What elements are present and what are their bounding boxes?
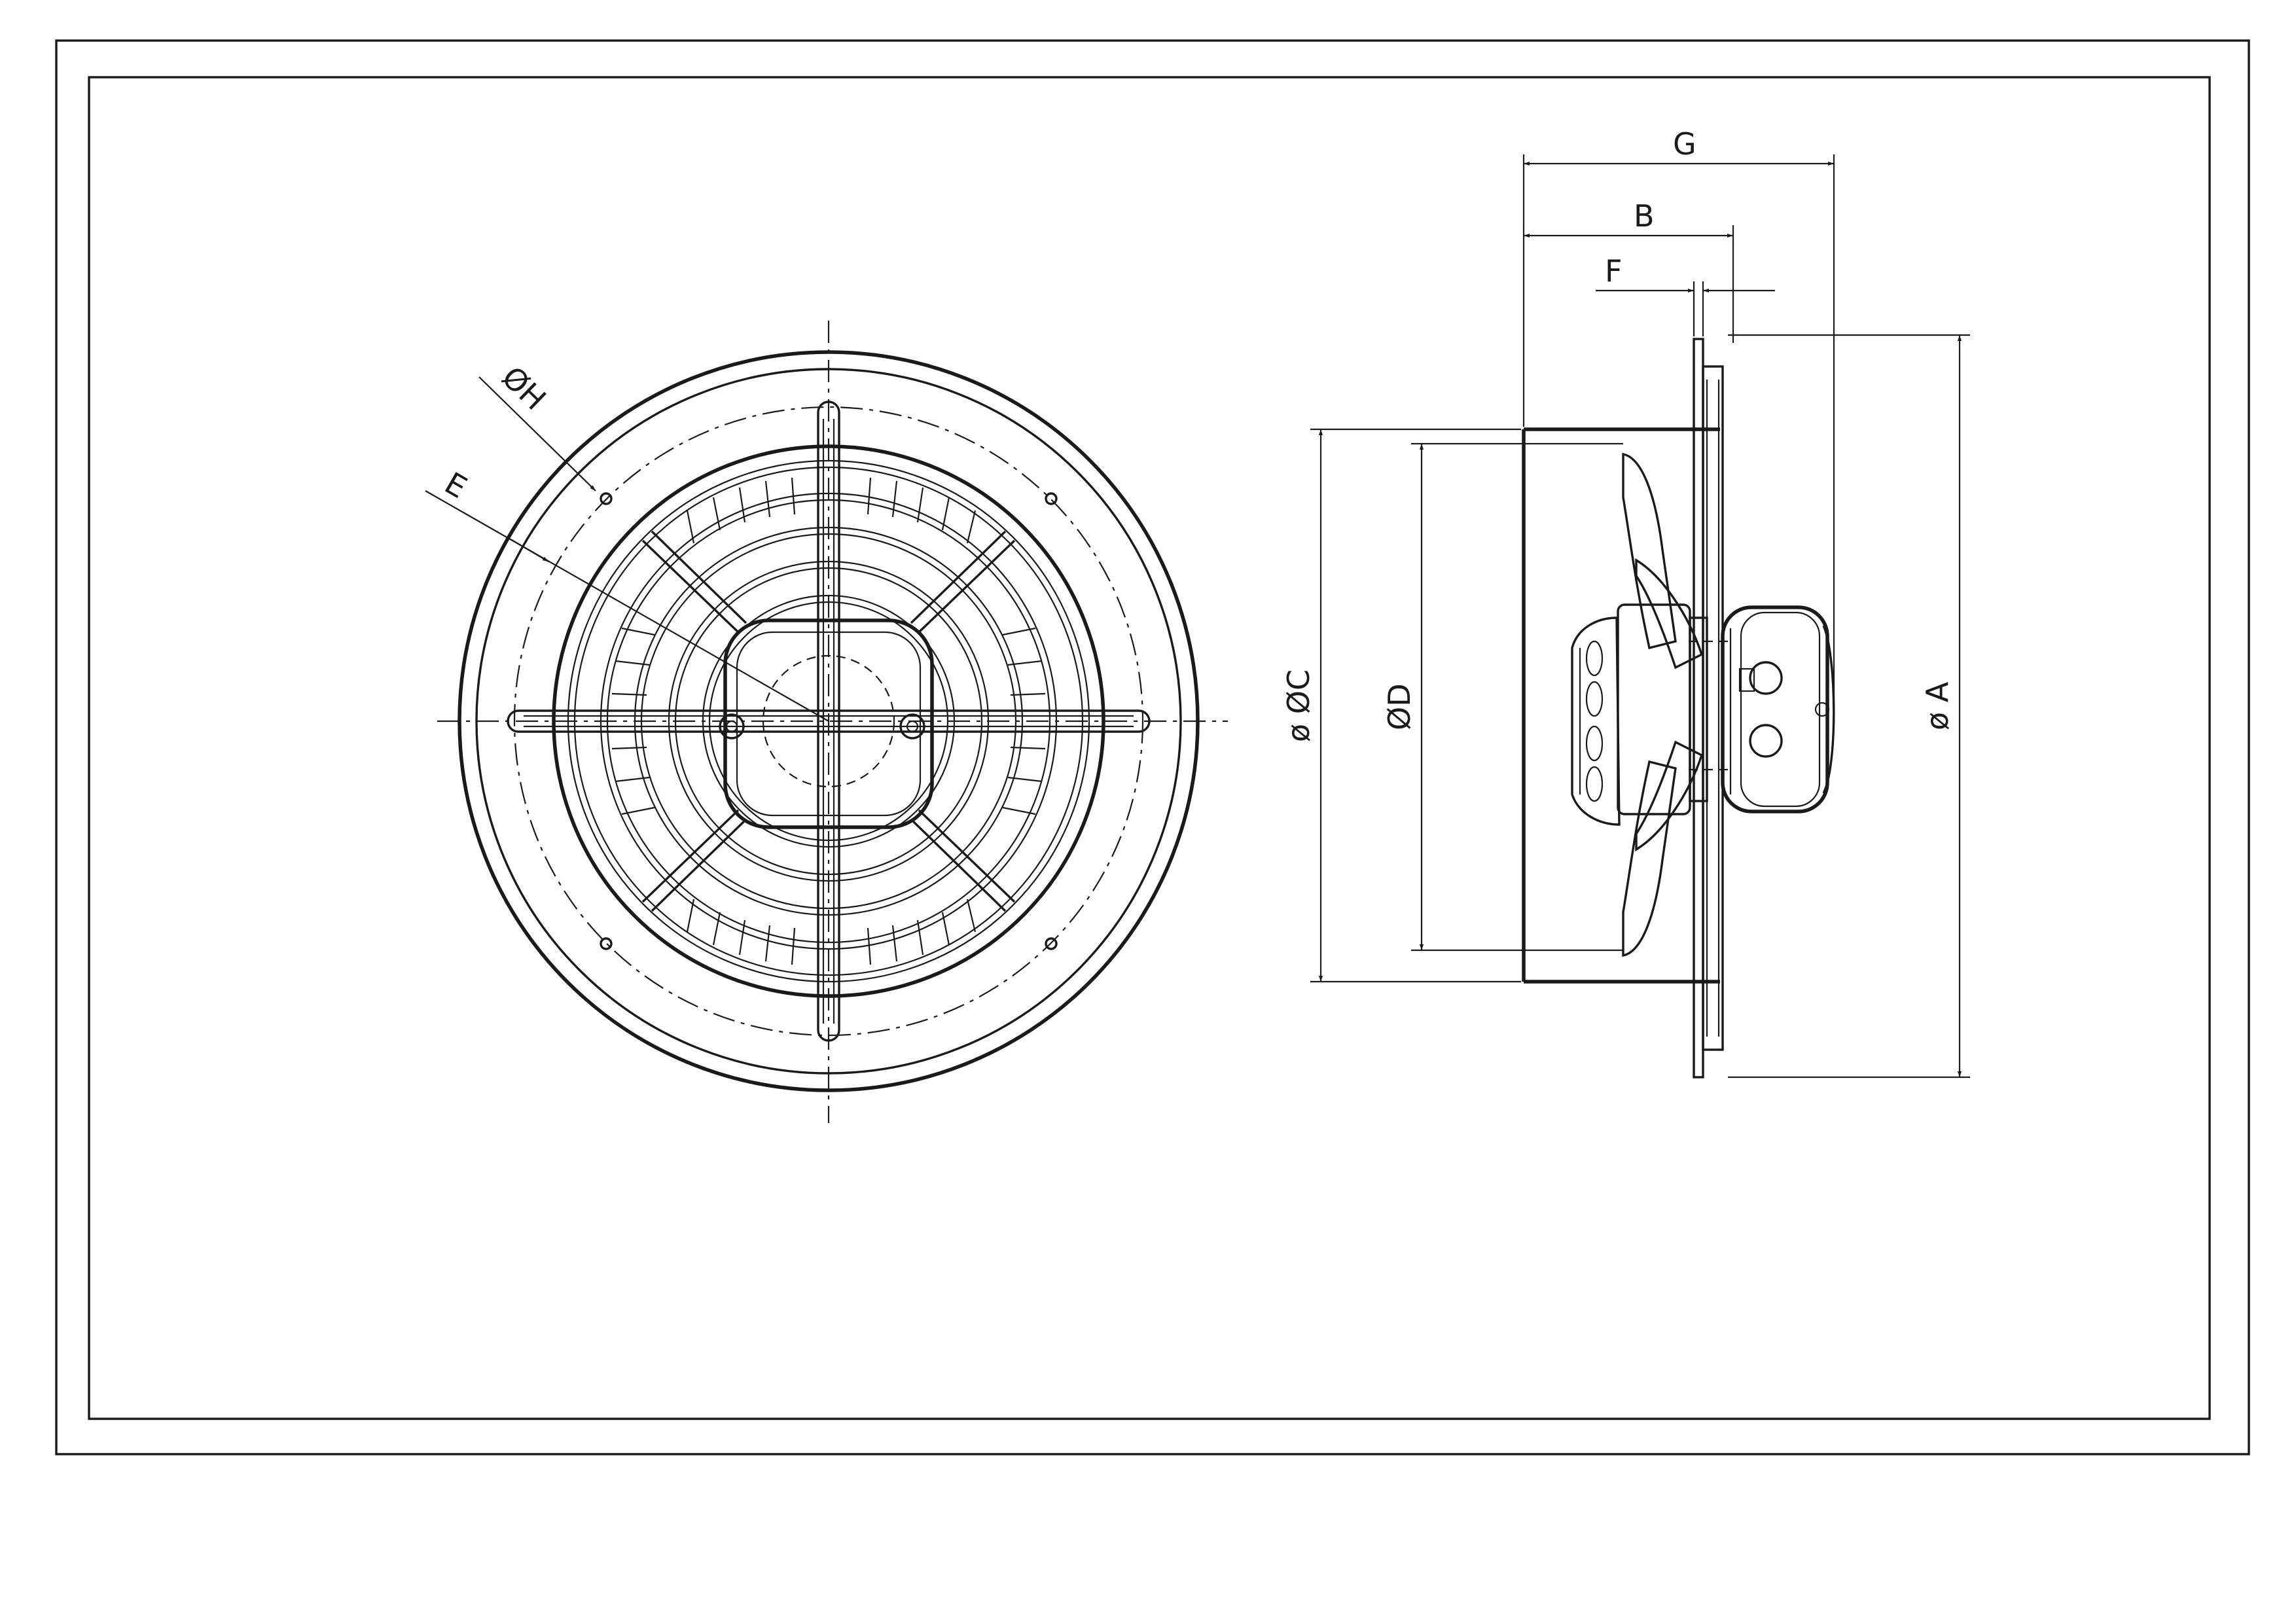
mounting-flange: [1693, 338, 1704, 1079]
cable-gland-bottom: [1749, 724, 1783, 758]
guard-rings: [567, 459, 1090, 983]
inlet-ring: [552, 444, 1105, 998]
housing-outer-ring: [457, 350, 1200, 1092]
dim-label-b: B: [1634, 198, 1655, 234]
extension-lines: [1310, 154, 1970, 1079]
bolt-circle: [513, 406, 1144, 1037]
front-centerlines: [437, 321, 1228, 1123]
dim-label-h: ØH: [495, 359, 552, 417]
dimension-f: F: [1596, 253, 1775, 293]
dimension-c: ø ØC: [1281, 429, 1323, 982]
motor-hub-plate: [723, 618, 934, 829]
inner-frame: [88, 76, 2211, 1420]
dim-label-c: ø ØC: [1281, 669, 1316, 742]
impeller-blades: [611, 477, 1046, 965]
terminal-box: [1738, 668, 1755, 692]
dimension-a: ø A: [1920, 335, 1962, 1077]
dim-label-g: G: [1673, 126, 1696, 162]
guard-bars: [507, 401, 1151, 1042]
outer-frame: [55, 39, 2250, 1455]
dim-label-f: F: [1605, 253, 1622, 289]
housing-tube: [1522, 427, 1720, 984]
dimension-g: G: [1524, 126, 1834, 166]
dimension-d: ØD: [1382, 444, 1424, 950]
side-view: G B F ø A ø ØC ØD: [1281, 126, 1970, 1079]
housing-flange-ring: [475, 368, 1182, 1075]
dim-label-e: E: [439, 465, 473, 505]
impeller-side: [1622, 452, 1704, 957]
hub-screws: [719, 713, 925, 740]
dimension-b: B: [1524, 198, 1733, 238]
mounting-holes: [600, 492, 1058, 950]
motor-shaft-hidden: [762, 654, 895, 788]
rotor-hub: [1571, 603, 1708, 826]
front-view: E ØH: [425, 321, 1228, 1123]
dimension-h: ØH: [478, 359, 596, 491]
dim-label-d: ØD: [1382, 683, 1417, 730]
motor-body: [1689, 605, 1835, 813]
dim-label-a: ø A: [1920, 681, 1955, 730]
cable-gland-top: [1749, 661, 1783, 695]
